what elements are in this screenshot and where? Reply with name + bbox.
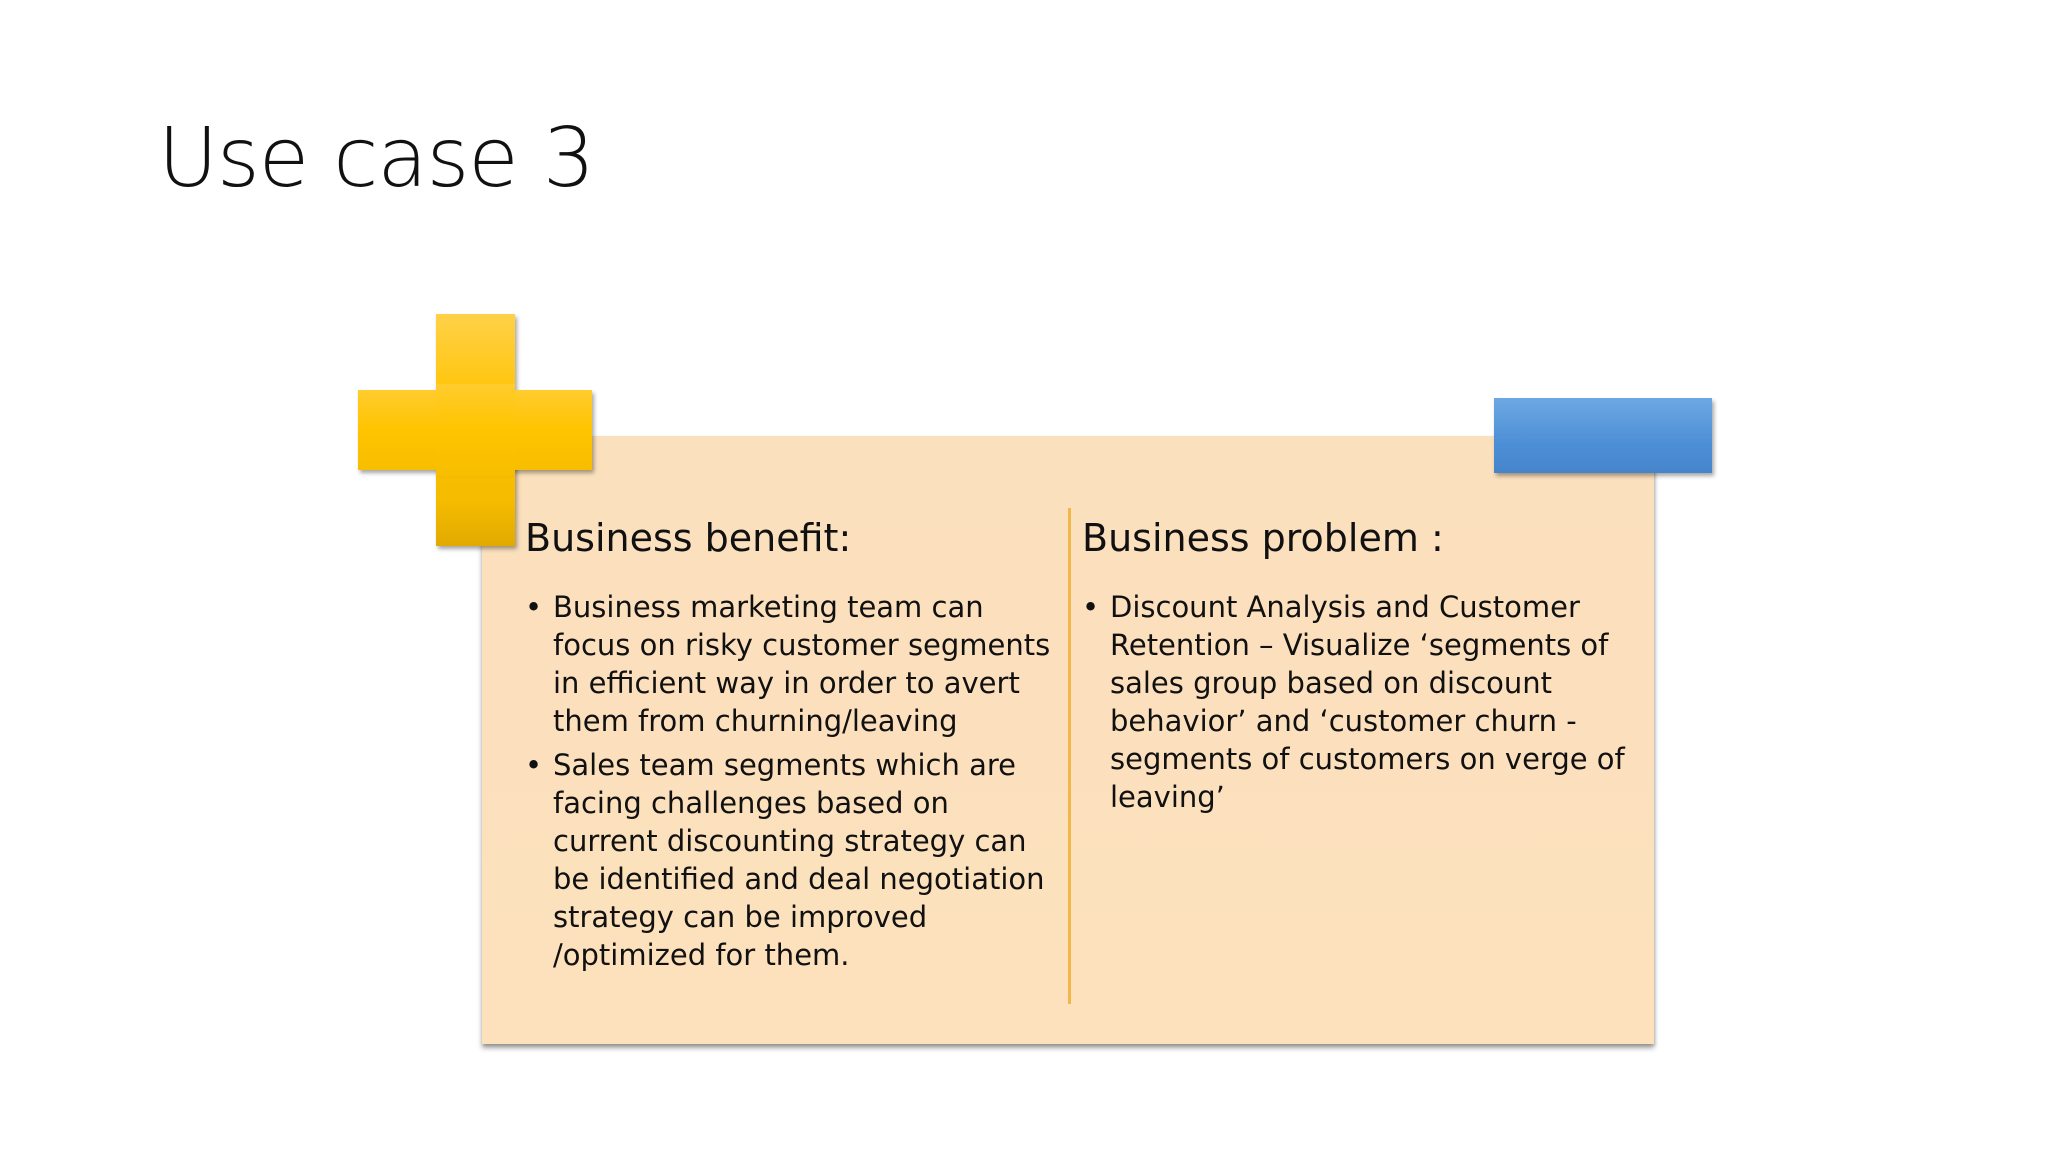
plus-icon-center xyxy=(436,384,515,476)
list-item-text: Sales team segments which are facing cha… xyxy=(553,748,1045,972)
business-problem-column: Business problem : • Discount Analysis a… xyxy=(1082,512,1627,822)
list-item: • Business marketing team can focus on r… xyxy=(525,588,1055,740)
list-item: • Sales team segments which are facing c… xyxy=(525,746,1055,974)
plus-icon xyxy=(358,314,592,548)
business-problem-list: • Discount Analysis and Customer Retenti… xyxy=(1082,588,1627,816)
list-item-text: Discount Analysis and Customer Retention… xyxy=(1110,590,1625,814)
business-problem-heading: Business problem : xyxy=(1082,516,1444,560)
minus-icon xyxy=(1494,398,1712,473)
list-item: • Discount Analysis and Customer Retenti… xyxy=(1082,588,1627,816)
bullet-icon: • xyxy=(525,590,543,624)
list-item-text: Business marketing team can focus on ris… xyxy=(553,590,1051,738)
bullet-icon: • xyxy=(1082,590,1100,624)
bullet-icon: • xyxy=(525,748,543,782)
business-benefit-column: Business benefit: • Business marketing t… xyxy=(525,512,1055,980)
business-benefit-heading: Business benefit: xyxy=(525,516,852,560)
business-benefit-list: • Business marketing team can focus on r… xyxy=(525,588,1055,974)
column-divider xyxy=(1068,508,1071,1004)
slide-title: Use case 3 xyxy=(158,111,595,206)
